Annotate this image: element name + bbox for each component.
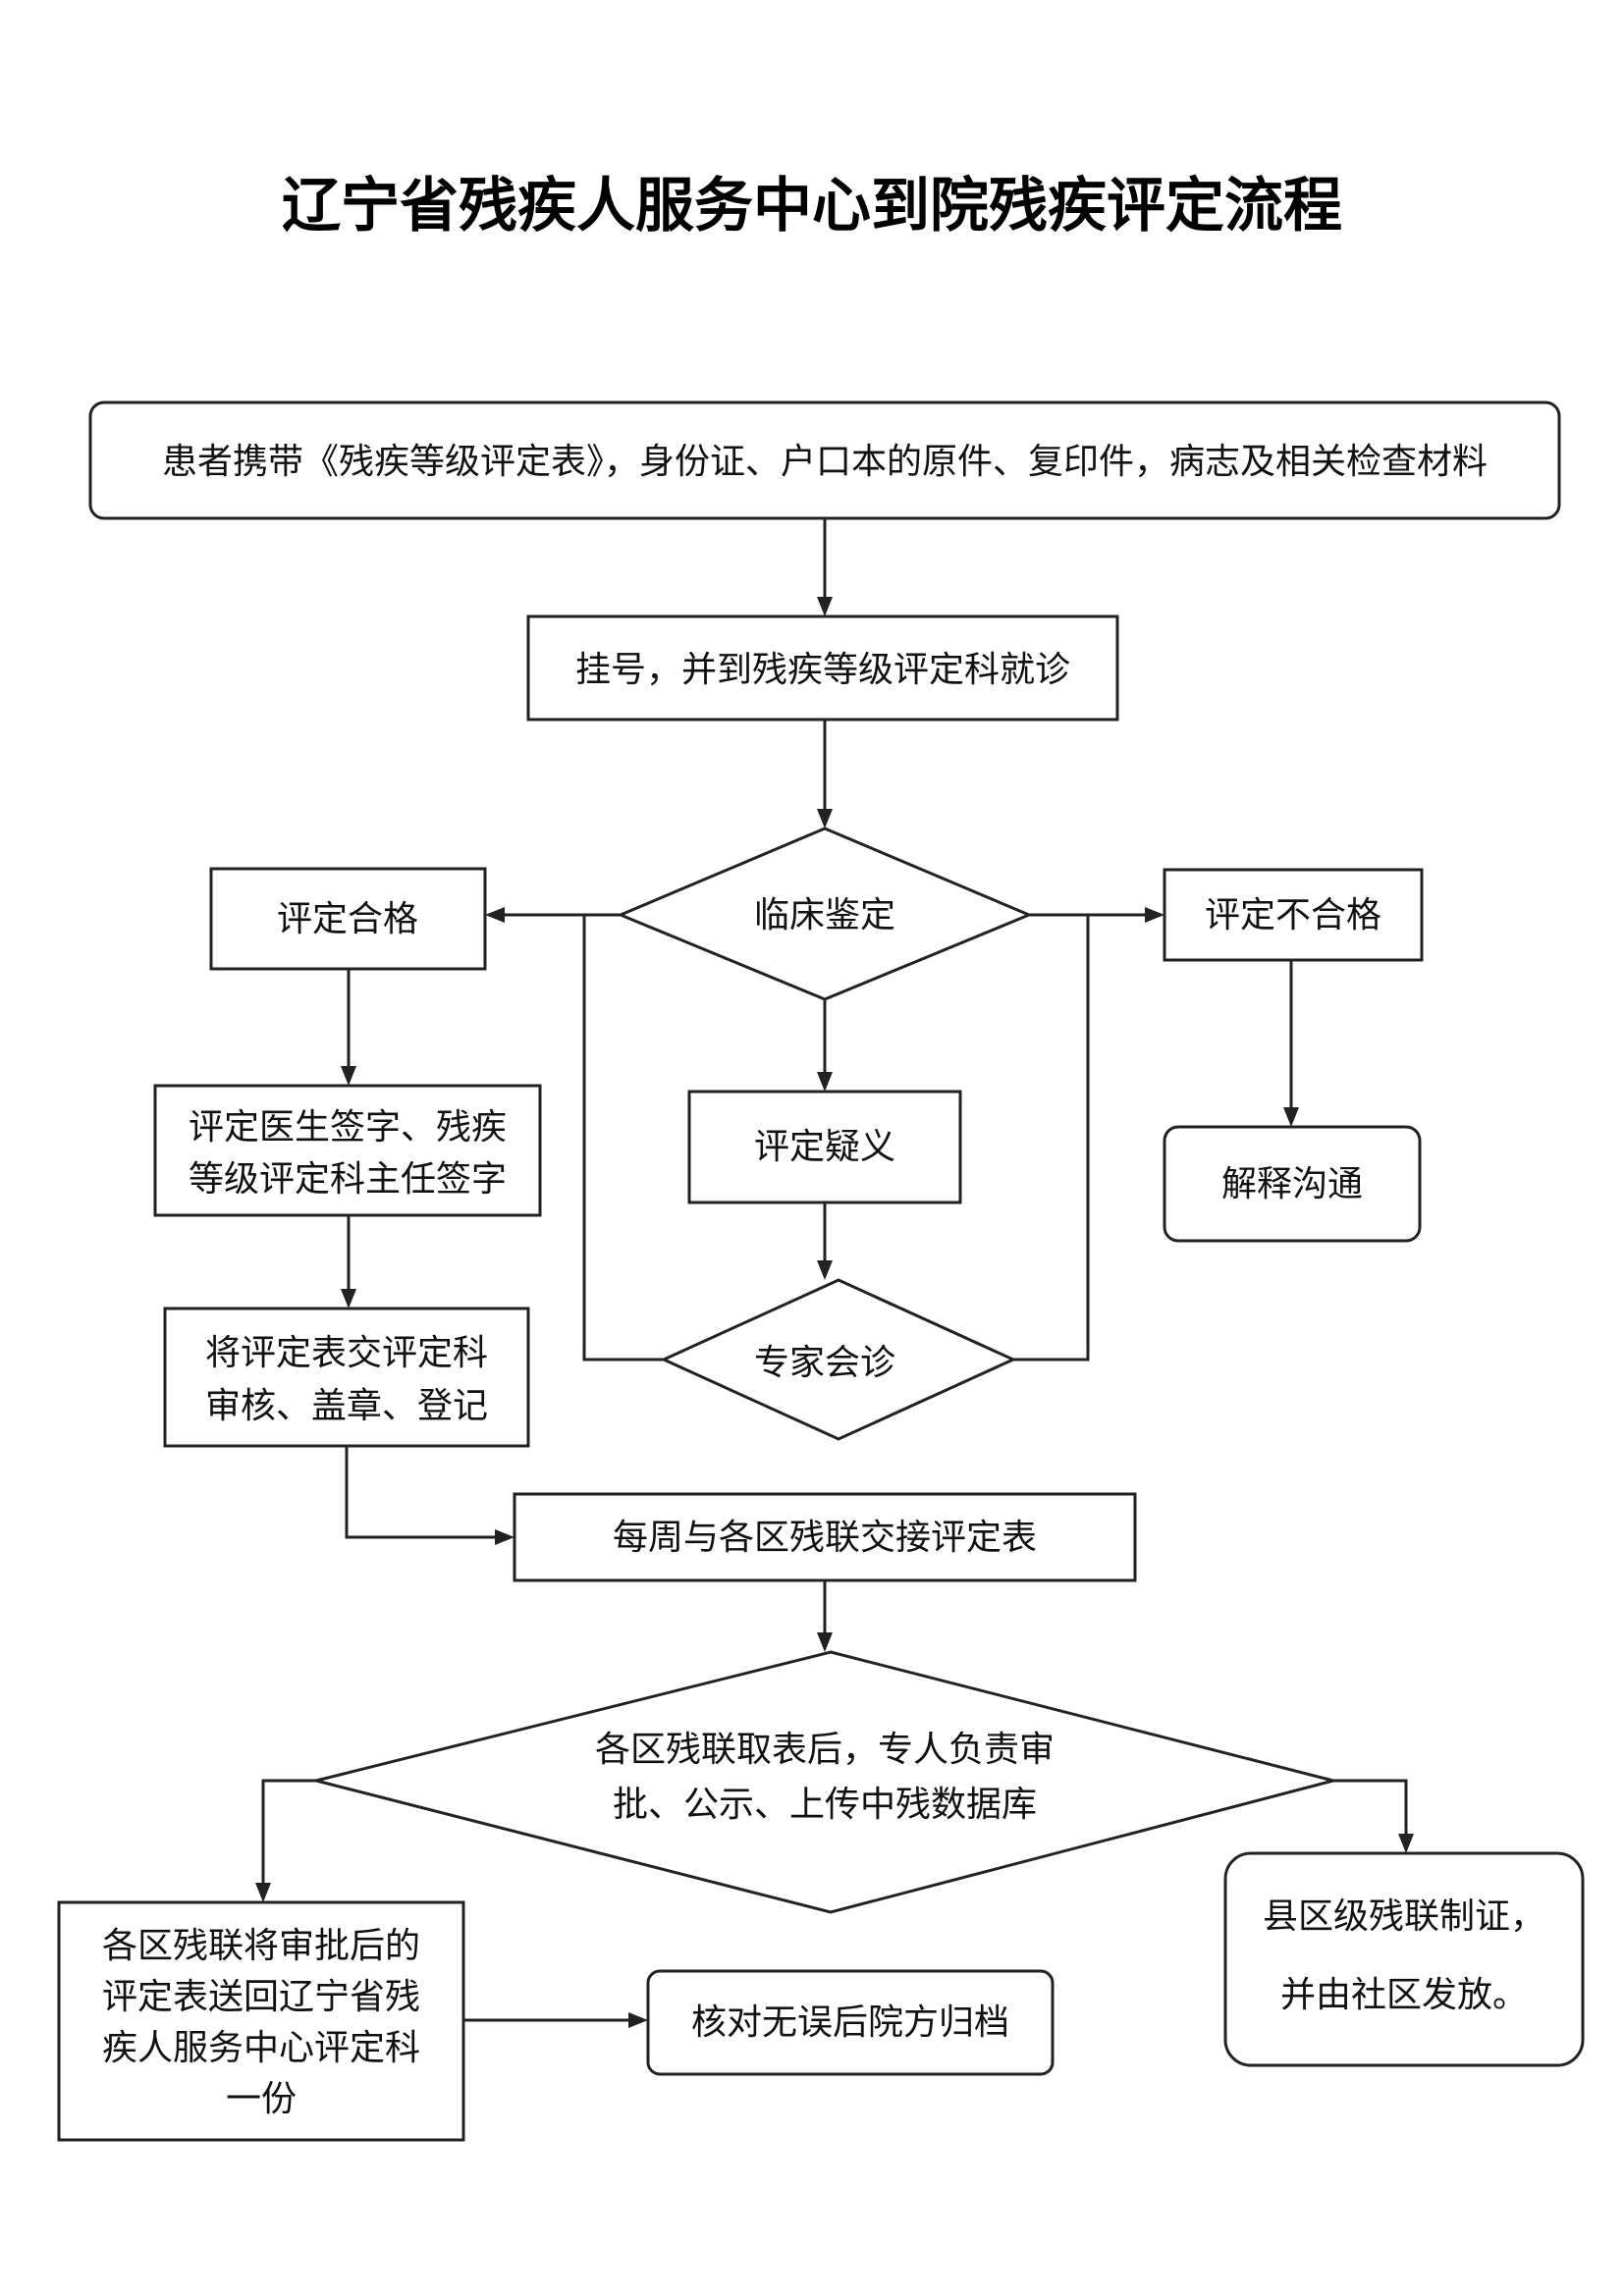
- edge-submit-weekly: [345, 1446, 497, 1539]
- node-doubt: 评定疑义: [687, 1090, 962, 1204]
- node-qualified: 评定合格: [209, 867, 487, 971]
- node-return-form-text-4: 一份: [226, 2079, 297, 2119]
- connectors: [255, 518, 1414, 2028]
- node-explain-text: 解释沟通: [1221, 1164, 1363, 1204]
- node-materials: 患者携带《残疾等级评定表》，身份证、户口本的原件、复印件，病志及相关检查材料: [88, 400, 1561, 520]
- arrowhead: [1283, 1107, 1299, 1127]
- edge-district-certificate: [1333, 1779, 1408, 1836]
- node-return-form: 各区残联将审批后的 评定表送回辽宁省残 疾人服务中心评定科 一份: [57, 1900, 465, 2142]
- arrowhead: [817, 1632, 833, 1652]
- node-unqualified: 评定不合格: [1163, 868, 1424, 962]
- arrowhead: [817, 809, 833, 828]
- node-district-text-2: 批、公示、上传中残数据库: [613, 1785, 1037, 1825]
- node-expert-text: 专家会诊: [754, 1343, 895, 1383]
- arrowhead: [1398, 1834, 1414, 1853]
- node-sign-text-1: 评定医生签字、残疾: [189, 1107, 507, 1148]
- node-submit-text-2: 审核、盖章、登记: [205, 1386, 488, 1426]
- arrowhead: [817, 1072, 833, 1092]
- arrowhead: [255, 1883, 271, 1902]
- arrowhead: [341, 1066, 356, 1086]
- node-expert: 专家会诊: [660, 1278, 1017, 1441]
- arrowhead: [495, 1529, 514, 1545]
- arrowhead: [1145, 907, 1164, 923]
- node-certificate-text-2: 并由社区发放。: [1280, 1975, 1528, 2015]
- node-submit-text-1: 将评定表交评定科: [205, 1333, 488, 1373]
- node-clinical-text: 临床鉴定: [754, 895, 895, 935]
- page-title: 辽宁省残疾人服务中心到院残疾评定流程: [282, 172, 1342, 240]
- arrowhead: [817, 1260, 833, 1280]
- node-district-text-1: 各区残联取表后，专人负责审: [595, 1730, 1055, 1770]
- node-return-form-text-3: 疾人服务中心评定科: [102, 2028, 420, 2068]
- node-unqualified-text: 评定不合格: [1205, 895, 1381, 935]
- edge-district-return: [261, 1779, 316, 1885]
- arrowhead: [817, 597, 833, 616]
- node-return-form-text-2: 评定表送回辽宁省残: [102, 1977, 420, 2017]
- node-archive-text: 核对无误后院方归档: [691, 2002, 1009, 2043]
- node-weekly-text: 每周与各区残联交接评定表: [613, 1518, 1037, 1558]
- arrowhead: [485, 907, 505, 923]
- edge-expert-loop-right: [1013, 915, 1090, 1362]
- node-sign-text-2: 等级评定科主任签字: [189, 1159, 507, 1200]
- node-register: 挂号，并到残疾等级评定科就诊: [526, 614, 1119, 721]
- node-certificate-text-1: 县区级残联制证，: [1263, 1896, 1545, 1937]
- node-certificate: 县区级残联制证， 并由社区发放。: [1223, 1851, 1585, 2067]
- node-return-form-text-1: 各区残联将审批后的: [102, 1926, 420, 1966]
- node-materials-text: 患者携带《残疾等级评定表》，身份证、户口本的原件、复印件，病志及相关检查材料: [162, 442, 1488, 482]
- node-district: 各区残联取表后，专人负责审 批、公示、上传中残数据库: [315, 1650, 1339, 1914]
- node-explain: 解释沟通: [1163, 1125, 1422, 1243]
- node-qualified-text: 评定合格: [277, 899, 418, 939]
- node-submit: 将评定表交评定科 审核、盖章、登记: [163, 1307, 530, 1448]
- edge-expert-loop-left: [582, 915, 664, 1362]
- arrowhead: [628, 2012, 648, 2028]
- node-register-text: 挂号，并到残疾等级评定科就诊: [575, 650, 1070, 690]
- node-doubt-text: 评定疑义: [754, 1127, 895, 1167]
- node-weekly: 每周与各区残联交接评定表: [513, 1492, 1137, 1582]
- node-archive: 核对无误后院方归档: [646, 1969, 1055, 2076]
- node-sign: 评定医生签字、残疾 等级评定科主任签字: [153, 1084, 542, 1217]
- node-clinical: 临床鉴定: [617, 827, 1033, 1001]
- arrowhead: [341, 1289, 356, 1308]
